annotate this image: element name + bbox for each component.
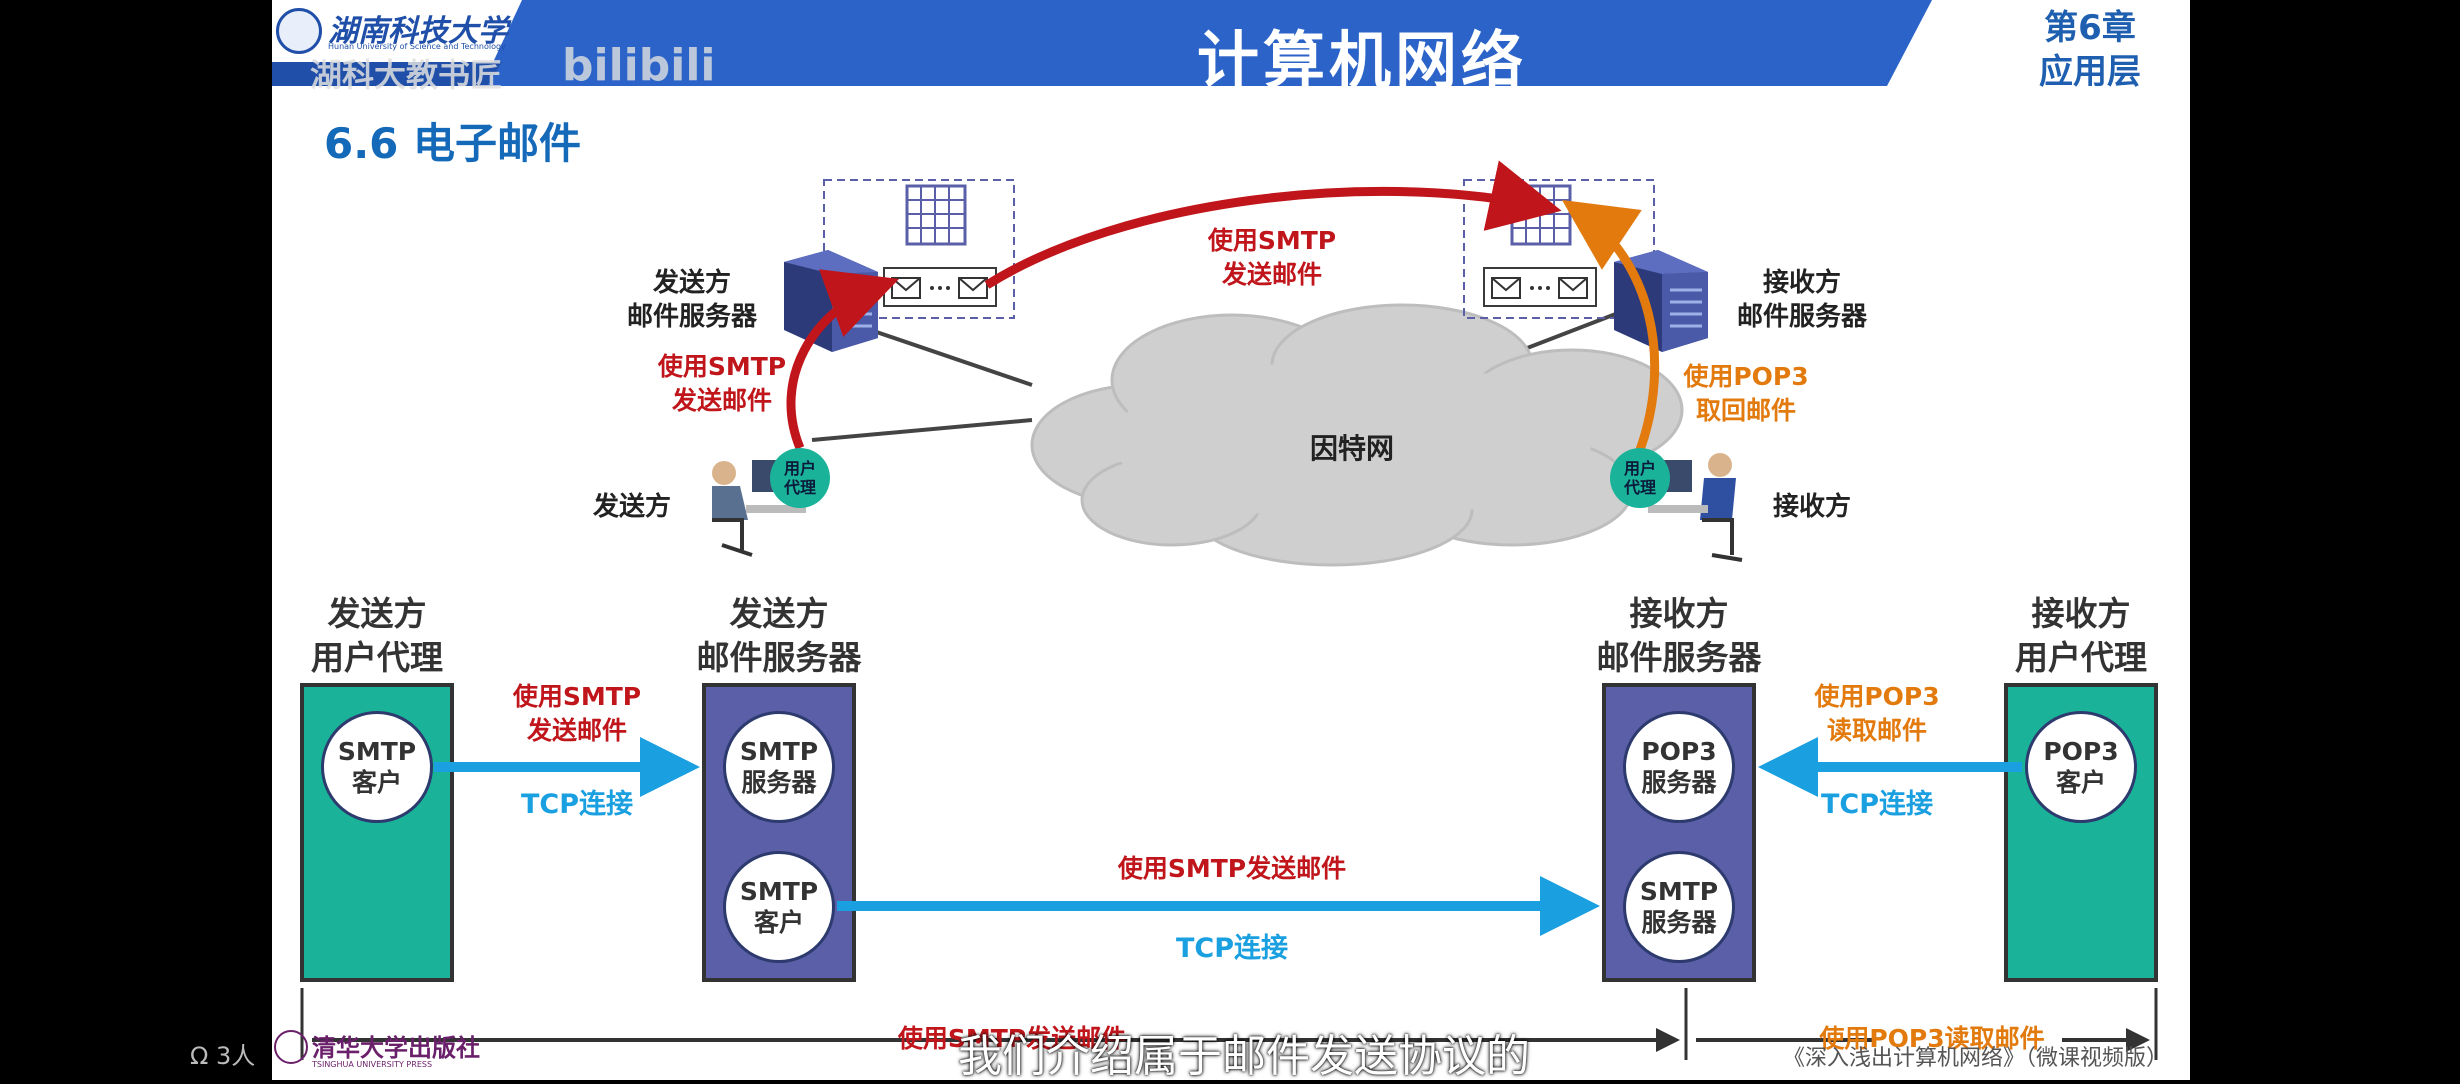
sender-server-label: 发送方邮件服务器 <box>626 268 757 332</box>
viewers-icon: Ω <box>190 1042 209 1070</box>
publisher-logo-icon <box>274 1030 308 1064</box>
course-title: 计算机网络 <box>1196 24 1527 97</box>
watermark-site: bilibili <box>562 40 716 91</box>
sender-server-icon <box>784 250 878 352</box>
col-sender-ua-header: 发送方用户代理 <box>311 594 443 677</box>
chapter-name: 应用层 <box>2039 52 2141 92</box>
university-logo-icon <box>276 8 322 54</box>
sender-label: 发送方 <box>592 492 671 522</box>
slide: 湖南科技大学 Hunan University of Science and T… <box>272 0 2190 1080</box>
internet-cloud <box>1030 303 1684 567</box>
span-pop3-label: 使用POP3读取邮件 <box>1819 1024 2045 1053</box>
university-name-en: Hunan University of Science and Technolo… <box>328 42 506 51</box>
tcp-label-3: TCP连接 <box>1820 789 1934 820</box>
col-receiver-ua-header: 接收方用户代理 <box>2015 594 2147 677</box>
smtp-arrow-left <box>786 269 899 450</box>
smtp-mid-label: 使用SMTP发送邮件 <box>1117 854 1347 883</box>
university-name: 湖南科技大学 <box>328 14 508 49</box>
receiver-server-label: 接收方邮件服务器 <box>1736 268 1867 332</box>
watermark-name: 湖科大教书匠 <box>310 56 503 94</box>
tcp-label-1: TCP连接 <box>520 789 634 820</box>
book-title: 《深入浅出计算机网络》（微课视频版） <box>1782 1046 2168 1071</box>
chapter-number: 第6章 <box>2044 8 2136 48</box>
internet-label: 因特网 <box>1309 432 1394 465</box>
receiver-user-agent-badge: 用户代理 <box>1610 448 1670 508</box>
chapter-label: 第6章 应用层 <box>2020 6 2160 94</box>
section-title: 6.6 电子邮件 <box>324 119 582 168</box>
publisher-name: 清华大学出版社 <box>312 1033 480 1062</box>
span-smtp-label: 使用SMTP发送邮件 <box>897 1024 1127 1053</box>
receiver-label: 接收方 <box>1772 492 1851 522</box>
smtp-arrow-top <box>984 160 1562 289</box>
publisher-name-en: TSINGHUA UNIVERSITY PRESS <box>312 1060 433 1069</box>
video-subtitle: 我们介绍属于邮件发送协议的 <box>958 1031 1530 1082</box>
sender-mailbox <box>823 179 1015 319</box>
header-banner <box>272 0 1932 86</box>
tcp-label-2: TCP连接 <box>1175 933 1289 964</box>
viewers-count: Ω 3人 <box>190 1042 256 1070</box>
top-diagram <box>300 160 2158 1060</box>
sender-user-agent-badge: 用户代理 <box>770 448 830 508</box>
col-sender-server-header: 发送方邮件服务器 <box>696 594 862 677</box>
col-receiver-server-header: 接收方邮件服务器 <box>1596 594 1762 677</box>
pop3-arrow-right <box>1562 200 1660 452</box>
